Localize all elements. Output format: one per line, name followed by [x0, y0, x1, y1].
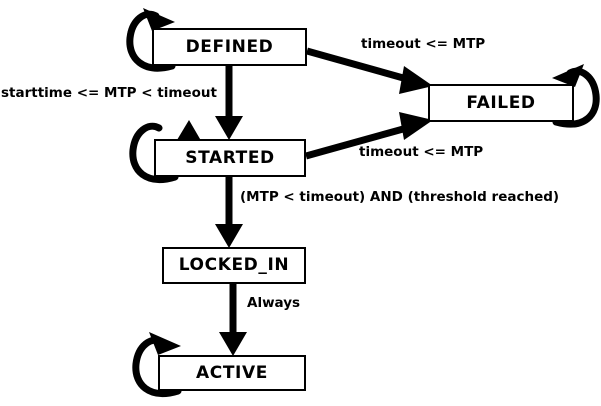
- state-label-failed: FAILED: [466, 92, 536, 113]
- edge-label-started-to-locked-in: (MTP < timeout) AND (threshold reached): [240, 189, 560, 205]
- state-label-locked-in: LOCKED_IN: [178, 255, 290, 275]
- edge-started-to-locked-in: [215, 177, 243, 248]
- edge-failed-self-loop: [552, 64, 600, 128]
- edge-label-locked-in-to-active: Always: [247, 295, 301, 311]
- state-node-defined[interactable]: DEFINED: [152, 28, 307, 66]
- edge-started-to-failed: [305, 112, 433, 160]
- state-node-failed[interactable]: FAILED: [428, 84, 574, 122]
- state-label-active: ACTIVE: [196, 362, 268, 383]
- edge-active-self-loop: [132, 332, 182, 398]
- edge-defined-to-failed: [306, 47, 433, 94]
- state-node-locked-in[interactable]: LOCKED_IN: [162, 247, 306, 284]
- state-label-started: STARTED: [185, 147, 275, 168]
- edge-label-defined-to-failed: timeout <= MTP: [361, 36, 486, 52]
- edge-label-started-to-failed: timeout <= MTP: [359, 144, 484, 160]
- edge-defined-to-started: [215, 66, 243, 140]
- state-node-active[interactable]: ACTIVE: [158, 355, 306, 391]
- edge-locked-in-to-active: [219, 284, 247, 356]
- state-node-started[interactable]: STARTED: [154, 139, 306, 177]
- state-label-defined: DEFINED: [185, 36, 274, 57]
- edge-defined-self-loop: [126, 8, 176, 72]
- edge-label-defined-to-started: starttime <= MTP < timeout: [1, 85, 217, 101]
